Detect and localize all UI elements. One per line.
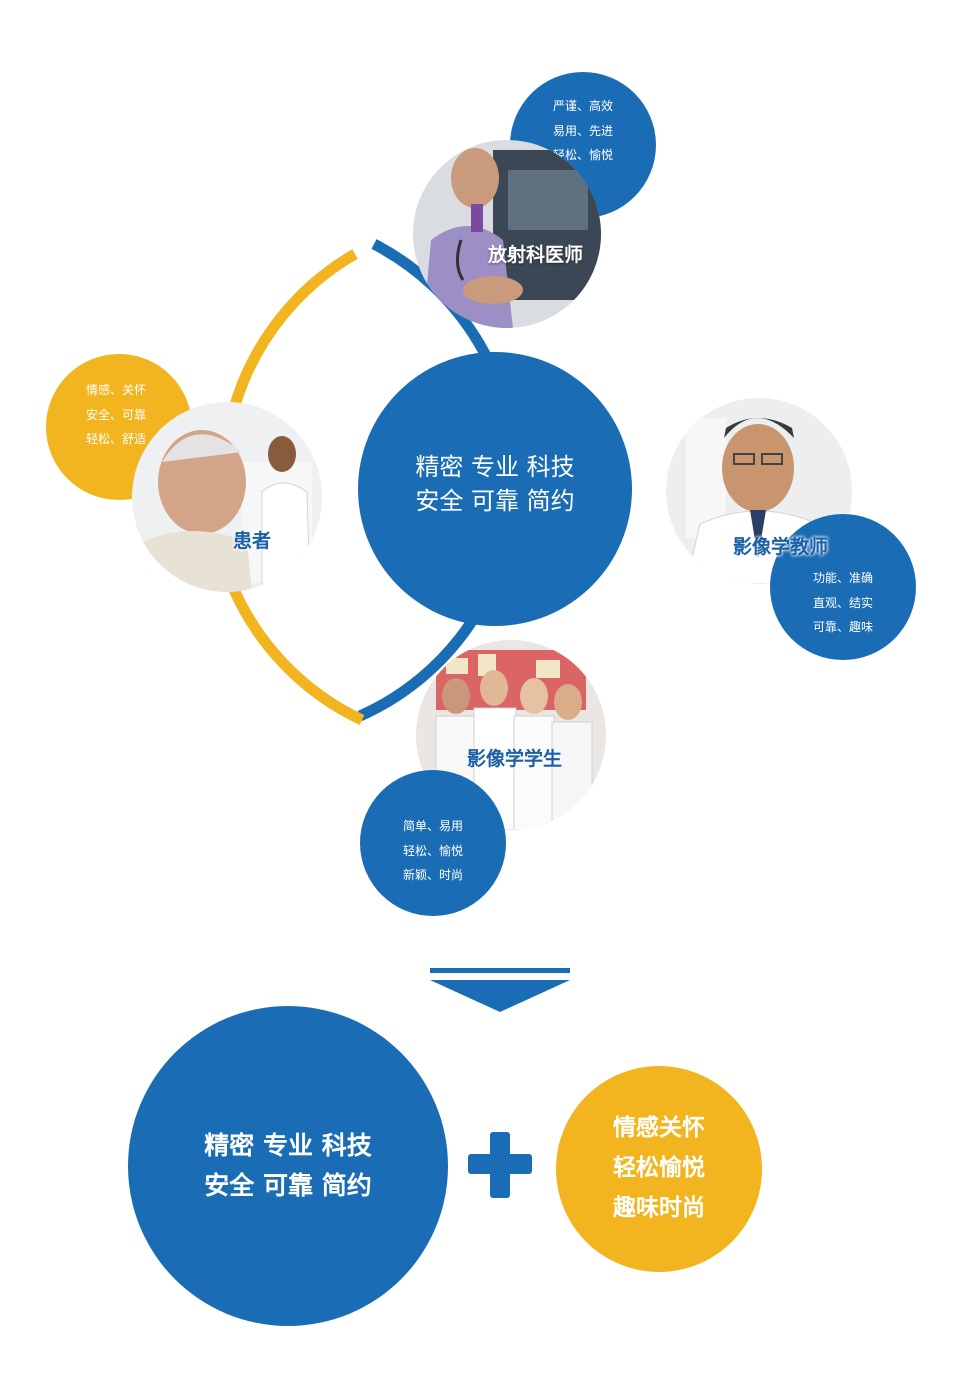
summary-core-line-1: 精密 专业 科技	[204, 1131, 372, 1160]
teacher-label: 影像学教师	[733, 536, 829, 558]
core-values-circle: 精密 专业 科技 安全 可靠 简约	[358, 352, 632, 626]
teacher-trait-3: 可靠、趣味	[812, 620, 873, 634]
core-values-line-1: 精密 专业 科技	[415, 453, 575, 481]
summary-core-line-2: 安全 可靠 简约	[204, 1171, 372, 1200]
student-trait-1: 简单、易用	[402, 819, 463, 833]
patient-trait-2: 安全、可靠	[85, 407, 146, 422]
patient-trait-3: 轻松、舒适	[85, 432, 146, 446]
plus-icon	[468, 1132, 532, 1198]
patient-trait-1: 情感、关怀	[85, 383, 146, 397]
summary-core-circle: 精密 专业 科技 安全 可靠 简约	[128, 1006, 448, 1326]
student-trait-2: 轻松、愉悦	[402, 843, 463, 858]
student-trait-3: 新颖、时尚	[402, 868, 463, 882]
teacher-trait-1: 功能、准确	[812, 571, 873, 585]
patient-label: 患者	[233, 530, 272, 552]
yellow-arc-lower	[226, 582, 365, 725]
summary-emotion-line-2: 轻松愉悦	[613, 1155, 705, 1181]
core-values-line-2: 安全 可靠 简约	[415, 487, 575, 515]
radiologist-label: 放射科医师	[488, 244, 584, 266]
radiologist-photo	[413, 140, 601, 328]
radiologist-trait-3: 轻松、愉悦	[552, 148, 613, 162]
radiologist-trait-2: 易用、先进	[552, 123, 613, 138]
student-label: 影像学学生	[467, 748, 563, 770]
summary-emotion-line-3: 趣味时尚	[613, 1195, 705, 1221]
patient-photo	[132, 402, 322, 592]
radiologist-trait-1: 严谨、高效	[552, 99, 613, 113]
summary-emotion-circle: 情感关怀 轻松愉悦 趣味时尚	[556, 1066, 762, 1272]
summary-emotion-line-1: 情感关怀	[613, 1115, 705, 1141]
down-chevron-icon	[430, 968, 570, 1012]
teacher-trait-2: 直观、结实	[812, 595, 873, 610]
teacher-traits-bubble: 功能、准确 直观、结实 可靠、趣味	[770, 514, 916, 660]
student-traits-bubble: 简单、易用 轻松、愉悦 新颖、时尚	[360, 770, 506, 916]
yellow-arc-upper	[229, 249, 358, 407]
